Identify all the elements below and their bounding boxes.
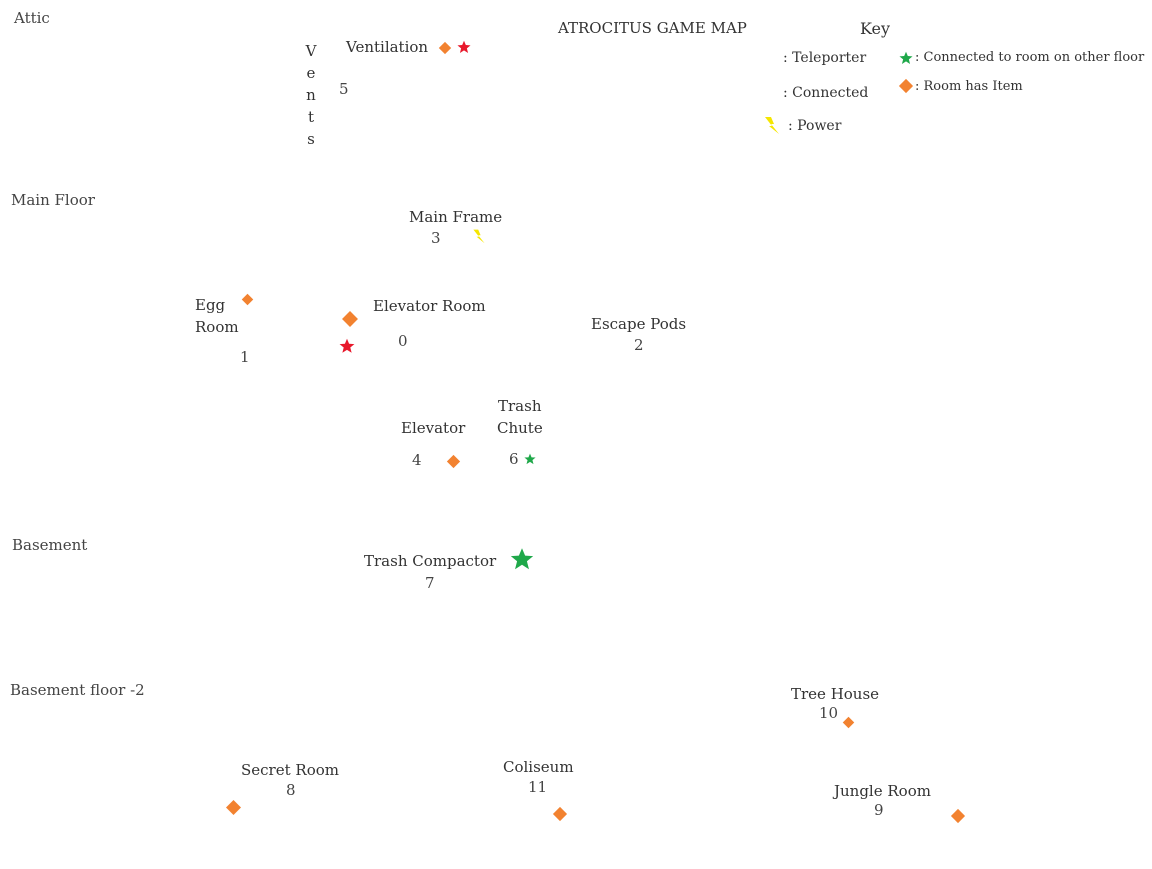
room-coliseum-number: 11 [528, 778, 548, 796]
room-elevator-name: Elevator [401, 419, 466, 437]
room-trash-compactor-number: 7 [425, 574, 435, 592]
item-diamond-icon [342, 311, 358, 327]
legend-heading: Key [860, 19, 891, 38]
green-star-icon [899, 51, 913, 64]
room-elevator-room-number: 0 [398, 332, 408, 350]
item-diamond-icon [950, 808, 966, 824]
room-trash-chute-number: 6 [509, 450, 519, 468]
item-diamond-icon [241, 293, 254, 306]
room-main-frame-name: Main Frame [409, 208, 503, 226]
room-elevator-number: 4 [412, 451, 422, 469]
room-escape-pods-name: Escape Pods [591, 315, 687, 333]
room-jungle-room-number: 9 [874, 801, 884, 819]
room-ventilation-name: Ventilation [346, 38, 429, 56]
floor-label-attic: Attic [14, 9, 50, 27]
item-diamond-icon [552, 806, 568, 822]
item-diamond-icon [438, 41, 452, 55]
teleporter-star-icon [457, 40, 471, 53]
room-main-frame-number: 3 [431, 229, 441, 247]
room-trash-chute-name-line2: Chute [497, 419, 543, 437]
floor-label-basement: Basement [12, 536, 88, 554]
teleporter-star-icon [339, 338, 355, 353]
room-jungle-room-name: Jungle Room [834, 782, 931, 800]
room-egg-number: 1 [240, 348, 250, 366]
room-trash-compactor-name: Trash Compactor [364, 552, 497, 570]
power-icon [473, 229, 485, 244]
item-diamond-icon [446, 454, 461, 469]
legend-has-item: : Room has Item [915, 79, 1023, 94]
floor-label-basement-2: Basement floor -2 [10, 681, 145, 699]
item-diamond-icon [225, 799, 242, 816]
floor-label-main: Main Floor [11, 191, 95, 209]
room-escape-pods-number: 2 [634, 336, 644, 354]
power-icon [765, 117, 779, 134]
room-tree-house-name: Tree House [791, 685, 880, 703]
legend-connected: : Connected [783, 85, 869, 101]
room-secret-room-number: 8 [286, 781, 296, 799]
orange-diamond-icon [898, 78, 914, 94]
room-elevator-room-name: Elevator Room [373, 297, 486, 315]
legend-power: : Power [788, 118, 842, 134]
room-coliseum-name: Coliseum [503, 758, 574, 776]
legend-teleporter: : Teleporter [783, 50, 867, 66]
room-ventilation-number: 5 [339, 80, 349, 98]
room-secret-room-name: Secret Room [241, 761, 339, 779]
green-star-icon [510, 548, 534, 570]
item-diamond-icon [842, 716, 855, 729]
map-title: ATROCITUS GAME MAP [558, 19, 747, 37]
room-egg-name-line2: Room [195, 318, 239, 336]
green-star-icon [524, 453, 536, 465]
room-egg-name-line1: Egg [195, 296, 226, 314]
legend-other-floor: : Connected to room on other floor [915, 50, 1145, 65]
room-tree-house-number: 10 [819, 704, 839, 722]
room-trash-chute-name-line1: Trash [498, 397, 542, 415]
